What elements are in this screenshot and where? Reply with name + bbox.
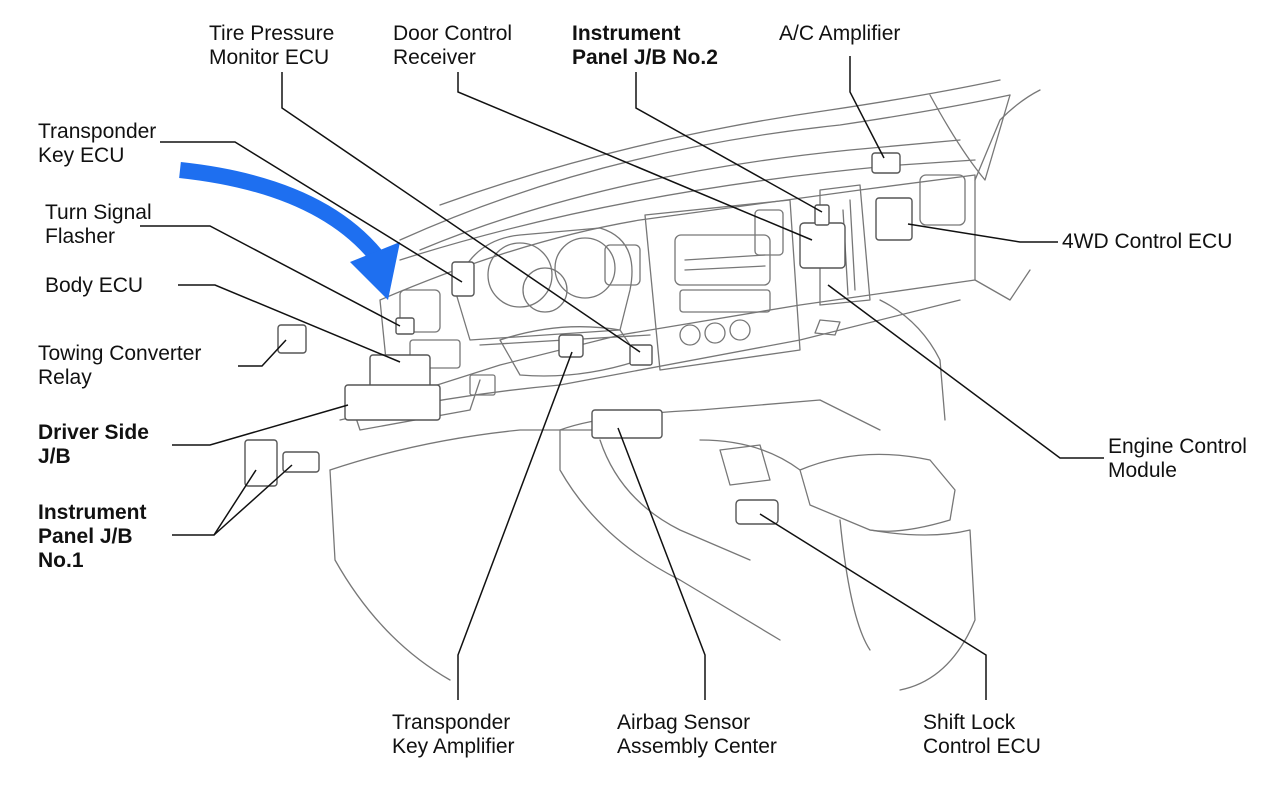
leader-door-control — [457, 72, 813, 241]
tire-pressure-ecu-box — [629, 344, 653, 366]
blue-arrow-icon — [179, 162, 400, 300]
ip-jb2-box — [814, 204, 830, 226]
label-4wd-control-ecu: 4WD Control ECU — [1062, 230, 1233, 253]
label-shift-lock-control-ecu: Shift Lock Control ECU — [923, 711, 1041, 758]
ac-amplifier-box — [871, 152, 901, 174]
leader-body-ecu — [178, 284, 401, 363]
door-control-box — [799, 222, 846, 269]
label-airbag-sensor-assembly-center: Airbag Sensor Assembly Center — [617, 711, 777, 758]
leader-ac-amp — [849, 56, 885, 159]
airbag-sensor-box — [591, 409, 663, 439]
leader-tire-pressure — [281, 72, 641, 353]
leader-lines — [140, 56, 1104, 700]
leader-towing-relay — [238, 339, 287, 367]
dashboard-illustration — [329, 79, 1041, 691]
label-turn-signal-flasher: Turn Signal Flasher — [45, 201, 152, 248]
leader-driver-jb — [172, 404, 349, 446]
leader-ip-jb1-a — [172, 469, 257, 536]
label-ac-amplifier: A/C Amplifier — [779, 22, 901, 45]
leader-engine — [827, 284, 1104, 459]
fourwd-ecu-box — [875, 197, 913, 241]
transponder-key-ecu-box — [451, 261, 475, 297]
label-driver-side-jb: Driver Side J/B — [38, 421, 149, 468]
ip-jb1-box-b — [282, 451, 320, 473]
leader-turn-signal — [140, 225, 401, 327]
leader-airbag — [617, 427, 706, 700]
leader-ip-jb1-b — [213, 464, 293, 536]
leader-transponder-amp — [457, 351, 573, 700]
label-instrument-panel-jb-no1: Instrument Panel J/B No.1 — [38, 501, 147, 572]
label-transponder-key-amplifier: Transponder Key Amplifier — [392, 711, 515, 758]
towing-relay-box — [277, 324, 307, 354]
transponder-amp-box — [558, 334, 584, 358]
component-shapes — [244, 152, 913, 525]
label-instrument-panel-jb-no2: Instrument Panel J/B No.2 — [572, 22, 718, 69]
label-towing-converter-relay: Towing Converter Relay — [38, 342, 202, 389]
label-door-control-receiver: Door Control Receiver — [393, 22, 513, 69]
leader-shift-lock — [759, 513, 987, 700]
leader-fourwd — [907, 223, 1058, 243]
driver-jb-box — [344, 384, 441, 421]
shift-lock-box — [735, 499, 779, 525]
label-engine-control-module: Engine Control Module — [1108, 435, 1247, 482]
turn-signal-box — [395, 317, 415, 335]
label-tire-pressure-monitor-ecu: Tire Pressure Monitor ECU — [209, 22, 335, 69]
label-transponder-key-ecu: Transponder Key ECU — [38, 120, 157, 167]
label-body-ecu: Body ECU — [45, 274, 144, 297]
leader-transponder-key-ecu — [160, 141, 463, 283]
leader-ip-jb2 — [635, 72, 823, 213]
